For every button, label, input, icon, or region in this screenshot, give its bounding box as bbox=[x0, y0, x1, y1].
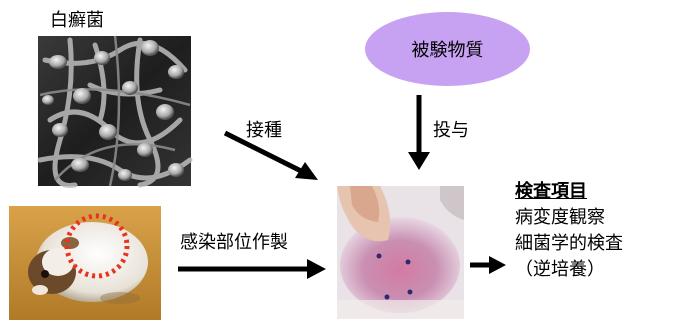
test-substance-label: 被験物質 bbox=[411, 40, 484, 61]
test-item: 細菌学的検査 bbox=[515, 233, 623, 254]
test-items-heading: 検査項目 bbox=[515, 181, 587, 202]
administration-label: 投与 bbox=[433, 120, 469, 141]
infection-site-label: 感染部位作製 bbox=[180, 232, 288, 253]
inoculation-photo bbox=[337, 186, 464, 319]
test-item: 病変度観察 bbox=[515, 207, 605, 228]
administration-arrow bbox=[408, 95, 430, 170]
results-arrow bbox=[470, 256, 506, 274]
test-items-panel: 検査項目 病変度観察 細菌学的検査 （逆培養） bbox=[515, 179, 623, 283]
inoculation-arrow bbox=[223, 130, 318, 180]
test-substance-node: 被験物質 bbox=[365, 12, 530, 86]
fungus-label: 白癬菌 bbox=[50, 10, 104, 31]
test-item: （逆培養） bbox=[515, 259, 605, 280]
infection-site-marker bbox=[64, 213, 130, 279]
fungus-photo bbox=[37, 35, 193, 188]
inoculation-label: 接種 bbox=[246, 120, 282, 141]
infection-arrow bbox=[178, 259, 326, 279]
guinea-pig-photo bbox=[9, 206, 161, 320]
